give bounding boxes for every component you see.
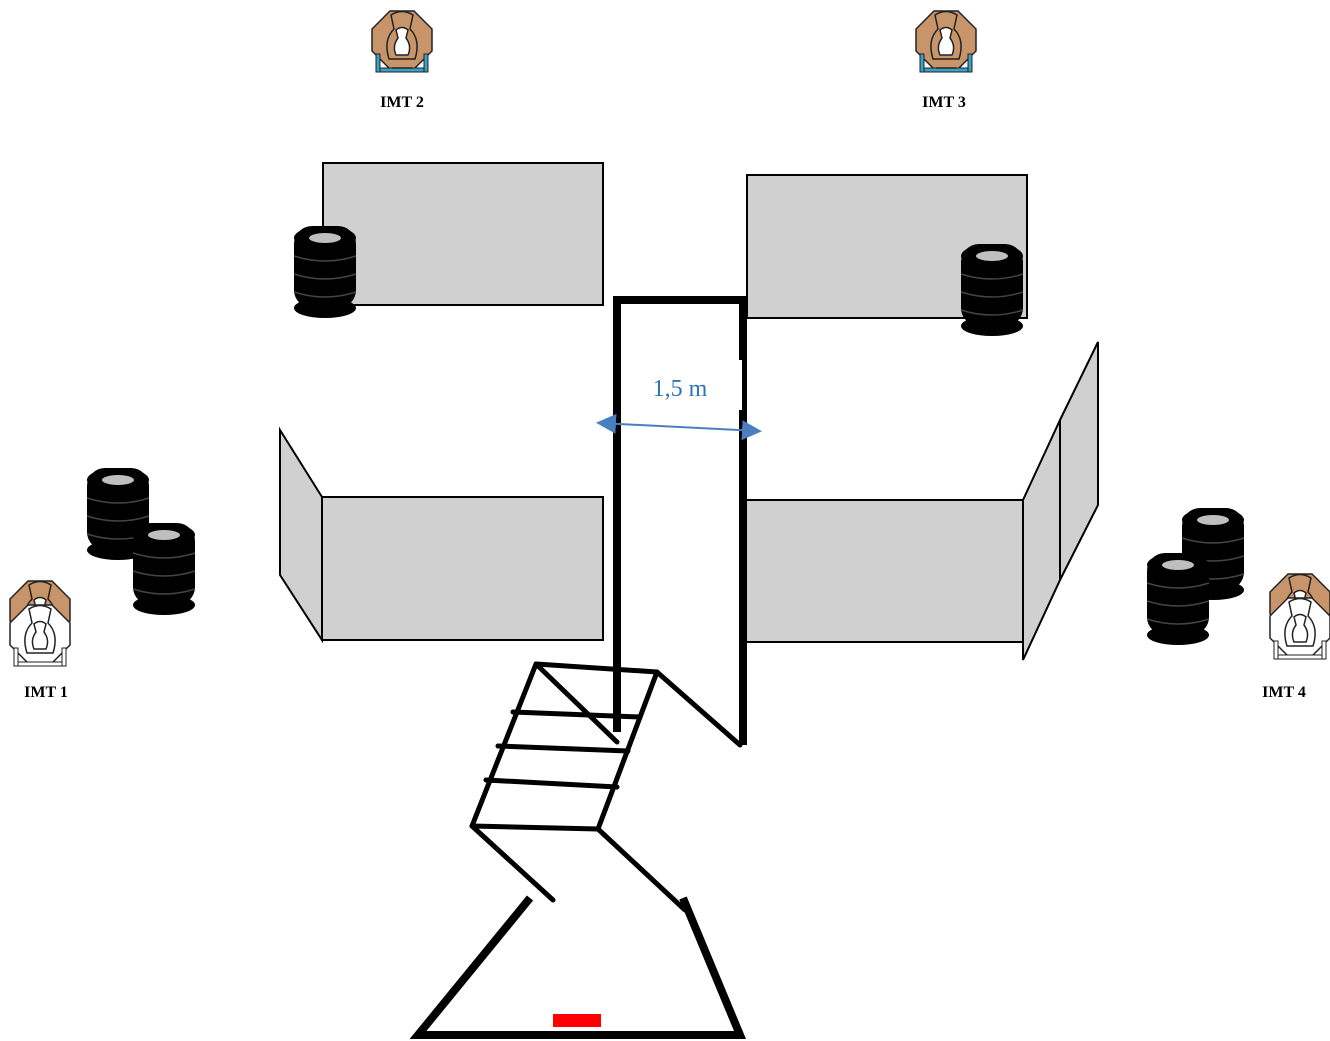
tire-stack-upper-right [960, 243, 1024, 337]
target-imt3 [915, 10, 977, 73]
start-marker [553, 1014, 601, 1027]
dimension-arrow [596, 413, 762, 441]
target-imt1-label: IMT 1 [24, 684, 68, 701]
wall-wing-right-near [1022, 419, 1061, 661]
start-box-outline [409, 895, 746, 1039]
wall-wing-right-far [1059, 341, 1099, 581]
target-imt3-label: IMT 3 [922, 94, 966, 111]
wall-wing-left [279, 426, 323, 644]
tire-stack-left-front [132, 522, 196, 616]
target-imt1-front [9, 604, 71, 667]
wall-lower-right [742, 499, 1024, 643]
wall-lower-left [321, 496, 604, 641]
corridor-outline [613, 296, 747, 745]
stair-section [469, 661, 743, 913]
wall-upper-left [322, 162, 604, 306]
target-imt4-label: IMT 4 [1262, 684, 1306, 701]
target-imt4-front [1269, 597, 1330, 660]
target-imt2-label: IMT 2 [380, 94, 424, 111]
tire-stack-upper-left [293, 225, 357, 319]
dimension-label-bg [622, 360, 742, 410]
dimension-label: 1,5 m [653, 376, 708, 402]
tire-stack-right-front [1146, 552, 1210, 646]
target-imt2 [371, 10, 433, 73]
